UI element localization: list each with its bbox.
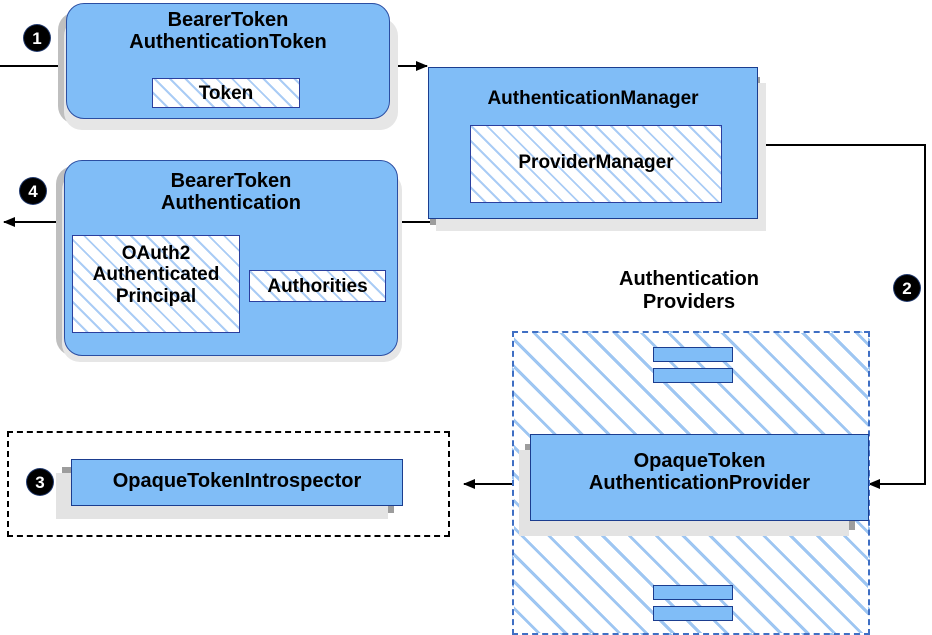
- inner-authorities-box[interactable]: [249, 270, 386, 302]
- step-marker-1: 1: [24, 25, 50, 51]
- connector-manager-to-provider: [758, 144, 926, 489]
- node-opaque-token-authentication-provider[interactable]: [530, 434, 869, 521]
- step-marker-4: 4: [20, 178, 46, 204]
- node-opaque-token-introspector[interactable]: [71, 459, 403, 506]
- opaque-token-introspector-zone: [7, 431, 450, 537]
- inner-oauth2-principal-box[interactable]: [72, 235, 240, 333]
- provider-stack-bar-top-2: [653, 368, 733, 383]
- step-marker-2: 2: [894, 275, 920, 301]
- inner-provider-manager-box[interactable]: [470, 125, 722, 203]
- provider-stack-bar-top-1: [653, 347, 733, 362]
- inner-token-box[interactable]: [152, 78, 300, 108]
- provider-stack-bar-bottom-1: [653, 585, 733, 600]
- step-marker-3: 3: [27, 469, 53, 495]
- provider-stack-bar-bottom-2: [653, 606, 733, 621]
- authentication-providers-title: Authentication Providers: [619, 268, 759, 313]
